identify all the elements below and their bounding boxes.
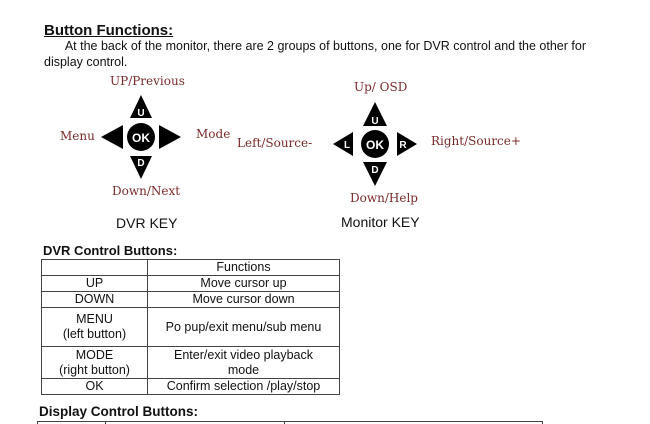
button-cell: OK [41, 378, 148, 395]
monitor-ok-text: OK [366, 138, 384, 152]
button-cell: MENU (left button) [41, 307, 148, 347]
intro-paragraph: At the back of the monitor, there are 2 … [44, 38, 604, 70]
monitor-left-arrow-icon [333, 132, 353, 156]
monitor-right-arrow-icon [397, 132, 417, 156]
dvr-up-letter: U [137, 108, 144, 119]
dvr-left-arrow-icon [101, 125, 123, 149]
header-cell [41, 259, 148, 276]
monitor-down-label: Down/Help [350, 191, 418, 205]
dvr-ok-button-icon [127, 123, 155, 151]
table-row: MODE (right button)Enter/exit video play… [41, 346, 340, 379]
button-cell: UP [41, 275, 148, 292]
dvr-ok-text: OK [132, 131, 150, 145]
monitor-left-label: Left/Source- [237, 136, 313, 150]
dvr-key-caption: DVR KEY [116, 215, 178, 231]
dvr-table-heading: DVR Control Buttons: [43, 243, 178, 258]
dvr-down-letter: D [137, 158, 144, 169]
monitor-down-letter: D [371, 165, 378, 176]
function-cell: Enter/exit video playback mode [147, 346, 340, 379]
dvr-left-label: Menu [60, 129, 95, 143]
intro-text: At the back of the monitor, there are 2 … [44, 39, 586, 69]
display-table-heading: Display Control Buttons: [39, 404, 198, 419]
monitor-left-letter: L [344, 140, 350, 151]
button-cell: DOWN [41, 291, 148, 308]
function-cell: Po pup/exit menu/sub menu [147, 307, 340, 347]
header-cell: Functions [147, 259, 340, 276]
monitor-up-arrow-icon [363, 102, 387, 126]
monitor-right-label: Right/Source+ [431, 134, 521, 148]
monitor-right-letter: R [399, 140, 407, 151]
function-cell: Move cursor up [147, 275, 340, 292]
table-divider [284, 422, 285, 424]
dvr-right-arrow-icon [159, 125, 181, 149]
monitor-ok-button-icon [361, 130, 389, 158]
page-title: Button Functions: [44, 22, 174, 39]
dvr-down-label: Down/Next [112, 184, 181, 198]
dvr-down-arrow-icon [130, 156, 152, 179]
monitor-up-label: Up/ OSD [354, 80, 408, 94]
table-header-row: Functions [41, 259, 340, 276]
monitor-down-arrow-icon [363, 162, 387, 186]
table-divider [105, 422, 106, 424]
display-control-table [37, 421, 543, 424]
table-row: MENU (left button)Po pup/exit menu/sub m… [41, 307, 340, 347]
monitor-key-caption: Monitor KEY [341, 214, 420, 230]
dvr-up-arrow-icon [130, 95, 152, 118]
dvr-dpad-icon: OK U D [101, 95, 181, 179]
dvr-right-label: Mode [196, 127, 231, 141]
button-cell: MODE (right button) [41, 346, 148, 379]
function-cell: Confirm selection /play/stop [147, 378, 340, 395]
dvr-up-label: UP/Previous [110, 74, 185, 88]
monitor-up-letter: U [371, 116, 378, 127]
monitor-dpad-icon: OK U D L R [333, 102, 417, 186]
function-cell: Move cursor down [147, 291, 340, 308]
